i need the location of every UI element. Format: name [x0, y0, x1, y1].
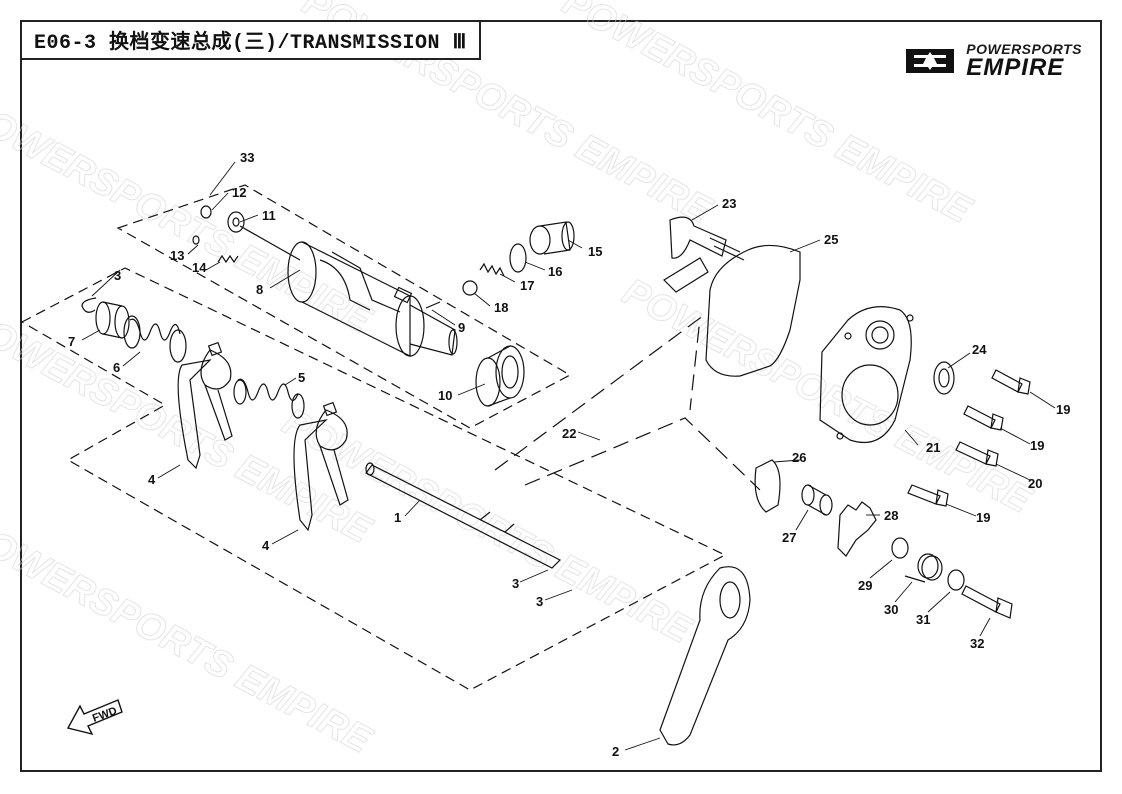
- callout-27: 27: [782, 530, 796, 545]
- group-box-22b: [524, 417, 761, 491]
- callout-25: 25: [824, 232, 838, 247]
- spring-part-6: [123, 315, 187, 363]
- callout-8: 8: [256, 282, 263, 297]
- callout-19-a: 19: [1056, 402, 1070, 417]
- callout-29: 29: [858, 578, 872, 593]
- ratchet-part-28: [837, 501, 877, 557]
- callout-30: 30: [884, 602, 898, 617]
- callout-18: 18: [494, 300, 508, 315]
- empire-emblem-icon: [906, 49, 955, 73]
- callout-1: 1: [394, 510, 401, 525]
- washer-part-16: [509, 243, 527, 273]
- callout-15: 15: [588, 244, 602, 259]
- fwd-label: FWD: [91, 705, 119, 725]
- spring-part-5: [233, 378, 305, 419]
- bolt-part-19b: [963, 405, 1004, 431]
- callout-4-b: 4: [262, 538, 270, 553]
- logo-empire: EMPIRE: [966, 54, 1065, 81]
- callout-21: 21: [926, 440, 940, 455]
- bolt-part-15: [529, 221, 575, 255]
- spring-part-14: [217, 254, 239, 264]
- callout-17: 17: [520, 278, 534, 293]
- washer-part-11: [227, 211, 245, 233]
- callout-23: 23: [722, 196, 736, 211]
- shift-fork-part-4a: [177, 341, 233, 470]
- spring-part-30: [904, 553, 943, 583]
- oil-seal-part-24: [933, 361, 955, 395]
- callout-19-b: 19: [1030, 438, 1044, 453]
- pin-part-9: [425, 301, 441, 309]
- callout-3-b: 3: [512, 576, 519, 591]
- logo-powersports: POWERSPORTS: [966, 41, 1082, 57]
- callout-3-a: 3: [114, 268, 121, 283]
- group-box-33: [116, 184, 572, 429]
- callout-16: 16: [548, 264, 562, 279]
- shift-drum-part-8: [287, 241, 458, 357]
- callout-13: 13: [170, 248, 184, 263]
- bolt-part-12: [200, 205, 212, 219]
- shift-shaft-part-1: [365, 462, 562, 569]
- callout-4-a: 4: [148, 472, 156, 487]
- bolt-part-20: [955, 441, 999, 467]
- group-box-shift: [20, 267, 727, 691]
- bolt-part-19a: [991, 369, 1031, 395]
- shift-lever-part-2: [659, 566, 751, 746]
- circlip-part-3-top: [81, 297, 97, 313]
- callout-2: 2: [612, 744, 619, 759]
- collar-part-27: [801, 484, 833, 516]
- callout-19-c: 19: [976, 510, 990, 525]
- callout-22: 22: [562, 426, 576, 441]
- callout-31: 31: [916, 612, 930, 627]
- callout-28: 28: [884, 508, 898, 523]
- callout-10: 10: [438, 388, 452, 403]
- ball-part-18: [462, 280, 478, 296]
- shift-fork-part-4b: [293, 401, 349, 532]
- callout-33: 33: [240, 150, 254, 165]
- bolt-part-32: [961, 585, 1013, 619]
- group-box-22: [494, 316, 701, 471]
- washer-part-31: [947, 569, 965, 591]
- callout-11: 11: [262, 208, 276, 223]
- forward-arrow-icon: FWD: [66, 699, 123, 736]
- callout-26: 26: [792, 450, 806, 465]
- callout-20: 20: [1028, 476, 1042, 491]
- shaft-part-23: [663, 216, 745, 293]
- washer-part-29: [891, 537, 909, 559]
- callout-6: 6: [113, 360, 120, 375]
- callout-3-c: 3: [536, 594, 543, 609]
- callout-32: 32: [970, 636, 984, 651]
- callout-14: 14: [192, 260, 207, 275]
- cover-part-21: [819, 306, 914, 444]
- bolt-part-19c: [907, 484, 949, 507]
- spring-part-17: [479, 262, 505, 277]
- stopper-part-26: [754, 459, 781, 513]
- gasket-part-25: [705, 244, 801, 377]
- pin-part-13: [192, 235, 200, 245]
- callout-24: 24: [972, 342, 987, 357]
- bearing-part-10: [475, 345, 525, 407]
- page-title: E06-3 换档变速总成(三)/TRANSMISSION Ⅲ: [20, 20, 481, 60]
- rod-part-11: [239, 225, 301, 261]
- collar-part-7: [95, 301, 130, 339]
- callout-5: 5: [298, 370, 305, 385]
- callout-7: 7: [68, 334, 75, 349]
- brand-logo: POWERSPORTS EMPIRE: [902, 42, 1082, 80]
- callout-9: 9: [458, 320, 465, 335]
- callout-12: 12: [232, 185, 246, 200]
- drawing-frame: [20, 20, 1102, 772]
